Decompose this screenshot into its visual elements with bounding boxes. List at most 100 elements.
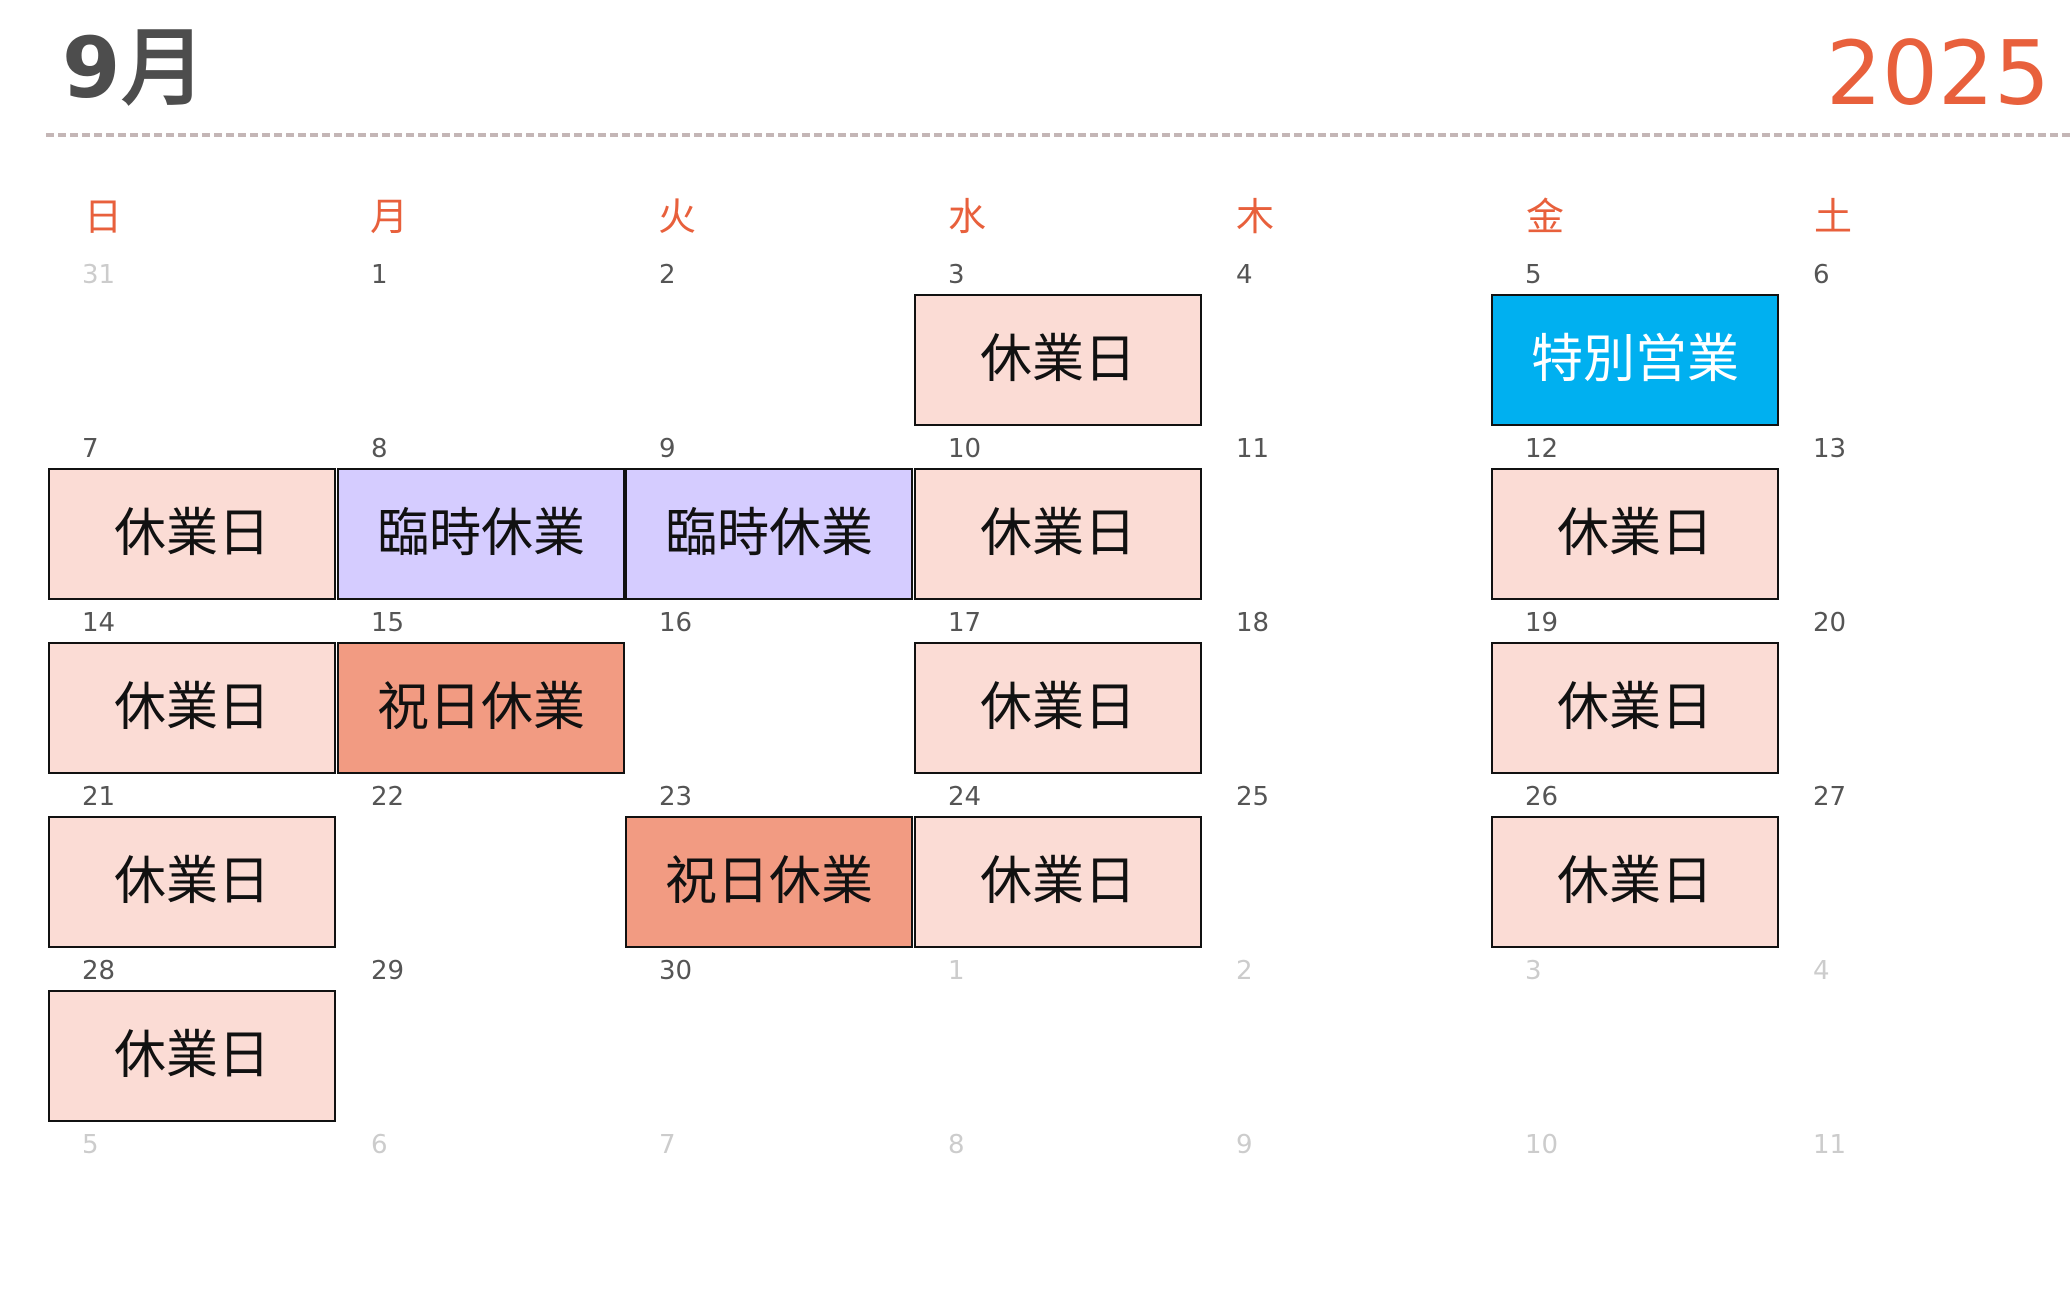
- day-cell[interactable]: 19 休業日: [1491, 606, 1779, 780]
- day-cell[interactable]: 11: [1202, 432, 1490, 606]
- day-cell[interactable]: 3: [1491, 954, 1779, 1128]
- day-number: 1: [948, 956, 965, 986]
- day-cell[interactable]: 30: [625, 954, 913, 1128]
- day-cell[interactable]: 10: [1491, 1128, 1779, 1302]
- day-number: 29: [371, 956, 405, 986]
- day-number: 31: [82, 260, 116, 290]
- day-cell[interactable]: 9 臨時休業: [625, 432, 913, 606]
- event-shukujitsu[interactable]: 祝日休業: [625, 816, 913, 948]
- day-cell[interactable]: 25: [1202, 780, 1490, 954]
- day-number: 23: [659, 782, 693, 812]
- day-number: 22: [371, 782, 405, 812]
- day-cell[interactable]: 5: [48, 1128, 336, 1302]
- day-number: 4: [1236, 260, 1253, 290]
- day-cell[interactable]: 2: [625, 258, 913, 432]
- day-cell[interactable]: 7: [625, 1128, 913, 1302]
- event-shukujitsu[interactable]: 祝日休業: [337, 642, 625, 774]
- day-number: 6: [1813, 260, 1830, 290]
- day-cell[interactable]: 20: [1779, 606, 2067, 780]
- day-number: 9: [659, 434, 676, 464]
- day-cell[interactable]: 13: [1779, 432, 2067, 606]
- day-number: 28: [82, 956, 116, 986]
- day-cell[interactable]: 4: [1202, 258, 1490, 432]
- day-number: 24: [948, 782, 982, 812]
- day-cell[interactable]: 5 特別営業: [1491, 258, 1779, 432]
- event-kyugyo[interactable]: 休業日: [1491, 642, 1779, 774]
- day-cell[interactable]: 15 祝日休業: [337, 606, 625, 780]
- day-cell[interactable]: 6: [337, 1128, 625, 1302]
- day-cell[interactable]: 18: [1202, 606, 1490, 780]
- day-cell[interactable]: 2: [1202, 954, 1490, 1128]
- event-rinji[interactable]: 臨時休業: [625, 468, 913, 600]
- day-number: 14: [82, 608, 116, 638]
- event-kyugyo[interactable]: 休業日: [48, 990, 336, 1122]
- day-number: 3: [948, 260, 965, 290]
- day-cell[interactable]: 11: [1779, 1128, 2067, 1302]
- weekday-label: 日: [84, 195, 123, 239]
- calendar-header: 9月 2025: [0, 0, 2070, 140]
- event-rinji[interactable]: 臨時休業: [337, 468, 625, 600]
- day-number: 4: [1813, 956, 1830, 986]
- event-kyugyo[interactable]: 休業日: [914, 468, 1202, 600]
- day-cell[interactable]: 14 休業日: [48, 606, 336, 780]
- day-cell[interactable]: 1: [914, 954, 1202, 1128]
- day-number: 27: [1813, 782, 1847, 812]
- day-number: 5: [82, 1130, 99, 1160]
- event-kyugyo[interactable]: 休業日: [914, 816, 1202, 948]
- event-kyugyo[interactable]: 休業日: [48, 642, 336, 774]
- day-number: 8: [948, 1130, 965, 1160]
- event-kyugyo[interactable]: 休業日: [48, 816, 336, 948]
- day-number: 11: [1813, 1130, 1847, 1160]
- header-divider: [46, 133, 2070, 137]
- day-cell[interactable]: 27: [1779, 780, 2067, 954]
- event-kyugyo[interactable]: 休業日: [1491, 816, 1779, 948]
- weekday-label: 土: [1814, 195, 1853, 239]
- day-cell[interactable]: 1: [337, 258, 625, 432]
- day-number: 10: [948, 434, 982, 464]
- event-kyugyo[interactable]: 休業日: [1491, 468, 1779, 600]
- month-title: 9月: [62, 19, 207, 117]
- day-number: 2: [659, 260, 676, 290]
- day-cell[interactable]: 4: [1779, 954, 2067, 1128]
- day-cell[interactable]: 24 休業日: [914, 780, 1202, 954]
- day-number: 3: [1525, 956, 1542, 986]
- day-number: 9: [1236, 1130, 1253, 1160]
- day-cell[interactable]: 16: [625, 606, 913, 780]
- day-cell[interactable]: 8: [914, 1128, 1202, 1302]
- day-number: 12: [1525, 434, 1559, 464]
- day-cell[interactable]: 12 休業日: [1491, 432, 1779, 606]
- day-number: 25: [1236, 782, 1270, 812]
- day-cell[interactable]: 28 休業日: [48, 954, 336, 1128]
- day-number: 15: [371, 608, 405, 638]
- event-kyugyo[interactable]: 休業日: [48, 468, 336, 600]
- day-cell[interactable]: 29: [337, 954, 625, 1128]
- day-number: 11: [1236, 434, 1270, 464]
- day-number: 17: [948, 608, 982, 638]
- weekday-label: 水: [948, 195, 987, 239]
- weekday-label: 火: [658, 195, 697, 239]
- day-number: 13: [1813, 434, 1847, 464]
- day-number: 10: [1525, 1130, 1559, 1160]
- day-number: 7: [659, 1130, 676, 1160]
- day-cell[interactable]: 31: [48, 258, 336, 432]
- day-cell[interactable]: 10 休業日: [914, 432, 1202, 606]
- day-number: 2: [1236, 956, 1253, 986]
- day-cell[interactable]: 17 休業日: [914, 606, 1202, 780]
- event-tokubetsu[interactable]: 特別営業: [1491, 294, 1779, 426]
- day-cell[interactable]: 3 休業日: [914, 258, 1202, 432]
- day-cell[interactable]: 9: [1202, 1128, 1490, 1302]
- day-number: 19: [1525, 608, 1559, 638]
- day-cell[interactable]: 22: [337, 780, 625, 954]
- day-cell[interactable]: 23 祝日休業: [625, 780, 913, 954]
- weekday-label: 金: [1526, 195, 1565, 239]
- event-kyugyo[interactable]: 休業日: [914, 294, 1202, 426]
- day-cell[interactable]: 6: [1779, 258, 2067, 432]
- weekday-row: 日月火水木金土: [48, 198, 2070, 248]
- day-number: 5: [1525, 260, 1542, 290]
- event-kyugyo[interactable]: 休業日: [914, 642, 1202, 774]
